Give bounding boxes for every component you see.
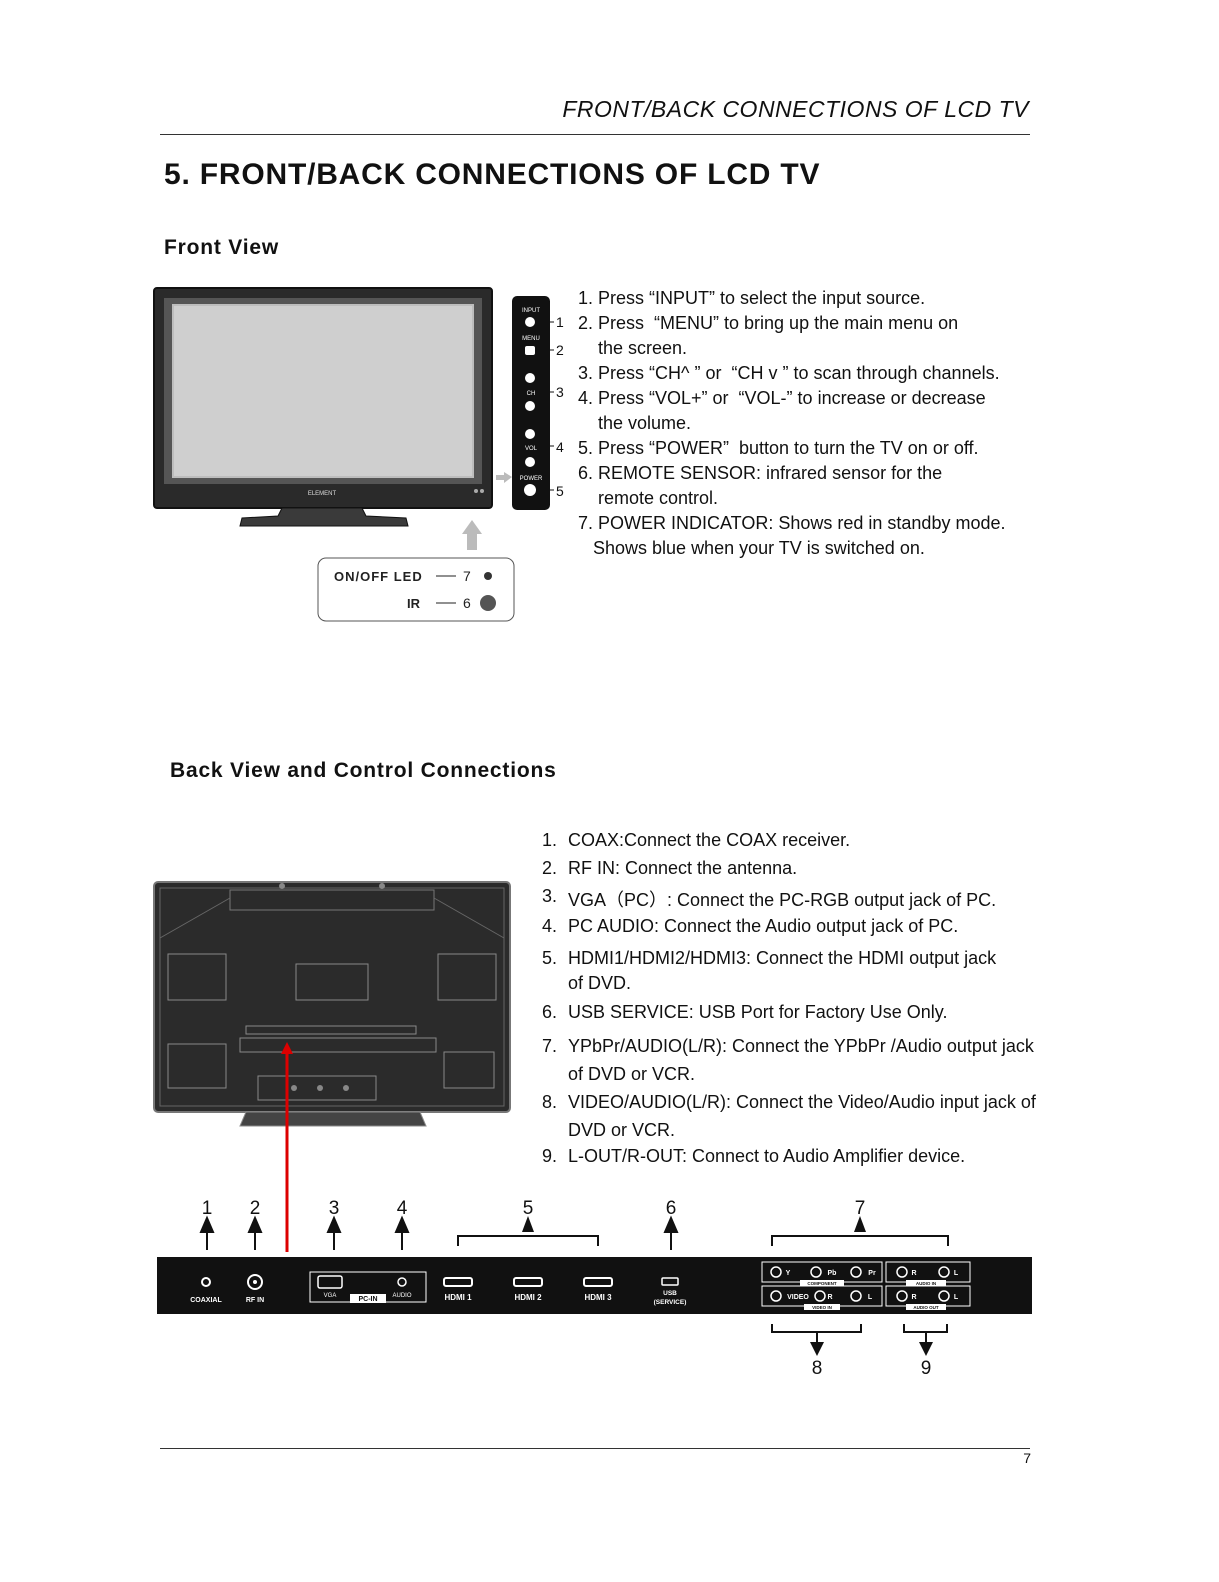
front-view-instructions: 1. Press “INPUT” to select the input sou… <box>578 286 1005 561</box>
tv-brand-label: ELEMENT <box>308 491 337 497</box>
svg-text:Pb: Pb <box>828 1270 837 1277</box>
svg-text:RF IN: RF IN <box>246 1297 264 1304</box>
side-control-panel: INPUT MENU CH VOL POWER 1 2 3 4 5 <box>512 296 564 510</box>
svg-text:5: 5 <box>556 483 564 499</box>
pc-audio-port <box>397 1277 407 1287</box>
vga-port <box>317 1275 343 1289</box>
list-item: 7. POWER INDICATOR: Shows red in standby… <box>578 513 1006 533</box>
svg-text:L: L <box>954 1294 959 1301</box>
back-view-heading: Back View and Control Connections <box>170 759 557 782</box>
svg-text:COAXIAL: COAXIAL <box>190 1297 222 1304</box>
svg-text:Y: Y <box>786 1270 791 1277</box>
svg-text:Pr: Pr <box>868 1270 876 1277</box>
svg-text:AUDIO OUT: AUDIO OUT <box>913 1305 939 1310</box>
svg-text:VIDEO IN: VIDEO IN <box>812 1305 832 1310</box>
svg-text:L: L <box>954 1270 959 1277</box>
list-item: 9.L-OUT/R-OUT: Connect to Audio Amplifie… <box>542 1146 966 1166</box>
svg-text:2: 2 <box>250 1198 261 1219</box>
svg-text:R: R <box>911 1294 916 1301</box>
list-item: 5. Press “POWER” button to turn the TV o… <box>578 438 979 458</box>
svg-text:HDMI 1: HDMI 1 <box>444 1293 472 1302</box>
svg-text:HDMI 2: HDMI 2 <box>514 1293 542 1302</box>
svg-text:1: 1 <box>202 1198 213 1219</box>
list-item: 4. Press “VOL+” or “VOL-” to increase or… <box>578 388 986 408</box>
svg-text:AUDIO IN: AUDIO IN <box>916 1281 936 1286</box>
svg-text:1: 1 <box>556 314 564 330</box>
list-item: 3.VGA（PC）: Connect the PC-RGB output jac… <box>542 886 997 910</box>
svg-text:3: 3 <box>556 384 564 400</box>
list-item: 1.COAX:Connect the COAX receiver. <box>542 830 851 850</box>
svg-text:COMPONENT: COMPONENT <box>807 1281 837 1286</box>
arrow-left-icon <box>496 472 512 483</box>
svg-text:8: 8 <box>812 1358 823 1379</box>
svg-text:AUDIO: AUDIO <box>392 1293 411 1299</box>
svg-text:HDMI 3: HDMI 3 <box>584 1293 612 1302</box>
svg-text:CH: CH <box>527 391 536 397</box>
back-view-instructions: 1.COAX:Connect the COAX receiver. 2.RF I… <box>542 830 1062 1176</box>
svg-text:9: 9 <box>921 1358 932 1379</box>
svg-text:7: 7 <box>463 568 471 584</box>
list-item: 2. Press “MENU” to bring up the main men… <box>578 313 959 333</box>
svg-text:ON/OFF LED: ON/OFF LED <box>334 569 423 584</box>
bracket-arrows <box>522 1216 933 1356</box>
svg-text:6: 6 <box>463 595 471 611</box>
list-item: 6. REMOTE SENSOR: infrared sensor for th… <box>578 463 943 483</box>
list-item: 7.YPbPr/AUDIO(L/R): Connect the YPbPr /A… <box>542 1036 1034 1084</box>
hdmi2-port <box>513 1277 543 1287</box>
svg-text:VIDEO: VIDEO <box>787 1294 809 1301</box>
svg-text:USB: USB <box>663 1290 677 1297</box>
page-number: 7 <box>1023 1450 1031 1466</box>
svg-text:2: 2 <box>556 342 564 358</box>
running-title: FRONT/BACK CONNECTIONS OF LCD TV <box>562 96 1029 122</box>
svg-text:3: 3 <box>329 1198 340 1219</box>
up-arrows <box>199 1215 679 1250</box>
list-item: 1. Press “INPUT” to select the input sou… <box>578 288 926 308</box>
usb-port <box>661 1277 679 1286</box>
svg-text:6: 6 <box>666 1198 677 1219</box>
page-title: 5. FRONT/BACK CONNECTIONS OF LCD TV <box>164 158 821 191</box>
svg-text:4: 4 <box>397 1198 408 1219</box>
list-item: remote control. <box>578 488 719 508</box>
svg-text:R: R <box>827 1294 832 1301</box>
svg-text:INPUT: INPUT <box>522 308 540 314</box>
list-item: the volume. <box>578 413 692 433</box>
front-view-diagram: ELEMENT INPUT MENU CH VOL POWER 1 2 3 4 … <box>153 287 564 622</box>
svg-text:MENU: MENU <box>522 336 540 342</box>
svg-text:5: 5 <box>523 1198 534 1219</box>
svg-text:R: R <box>911 1270 916 1277</box>
list-item: 8.VIDEO/AUDIO(L/R): Connect the Video/Au… <box>542 1092 1036 1140</box>
list-item: 4.PC AUDIO: Connect the Audio output jac… <box>542 916 959 936</box>
svg-text:L: L <box>868 1294 873 1301</box>
header-rule <box>160 134 1030 135</box>
svg-text:POWER: POWER <box>520 476 543 482</box>
list-item: 3. Press “CH^ ” or “CH v ” to scan throu… <box>578 363 1000 383</box>
list-item: the screen. <box>578 338 688 358</box>
list-item: 5.HDMI1/HDMI2/HDMI3: Connect the HDMI ou… <box>542 948 997 993</box>
list-item: Shows blue when your TV is switched on. <box>578 538 925 558</box>
svg-text:VGA: VGA <box>324 1293 337 1299</box>
svg-text:7: 7 <box>855 1198 866 1219</box>
footer-rule <box>160 1448 1030 1449</box>
tv-front-illustration: ELEMENT <box>153 287 493 527</box>
svg-text:(SERVICE): (SERVICE) <box>654 1299 687 1306</box>
coaxial-port <box>201 1277 211 1287</box>
list-item: 2.RF IN: Connect the antenna. <box>542 858 798 878</box>
led-ir-callout-box: ON/OFF LED 7 IR 6 <box>317 557 515 622</box>
hdmi1-port <box>443 1277 473 1287</box>
front-view-heading: Front View <box>164 236 279 259</box>
svg-text:VOL: VOL <box>525 446 538 452</box>
tv-back-illustration <box>153 881 511 1127</box>
connector-panel-diagram: 1 2 3 4 5 6 7 8 9 COAXIAL <box>157 1042 1032 1379</box>
hdmi3-port <box>583 1277 613 1287</box>
red-arrow-icon <box>281 1042 293 1054</box>
list-item: 6.USB SERVICE: USB Port for Factory Use … <box>542 1002 948 1022</box>
arrow-up-icon <box>462 520 482 550</box>
svg-text:PC-IN: PC-IN <box>358 1296 377 1303</box>
svg-text:IR: IR <box>407 596 421 611</box>
rf-in-port <box>247 1274 263 1290</box>
svg-text:4: 4 <box>556 439 564 455</box>
